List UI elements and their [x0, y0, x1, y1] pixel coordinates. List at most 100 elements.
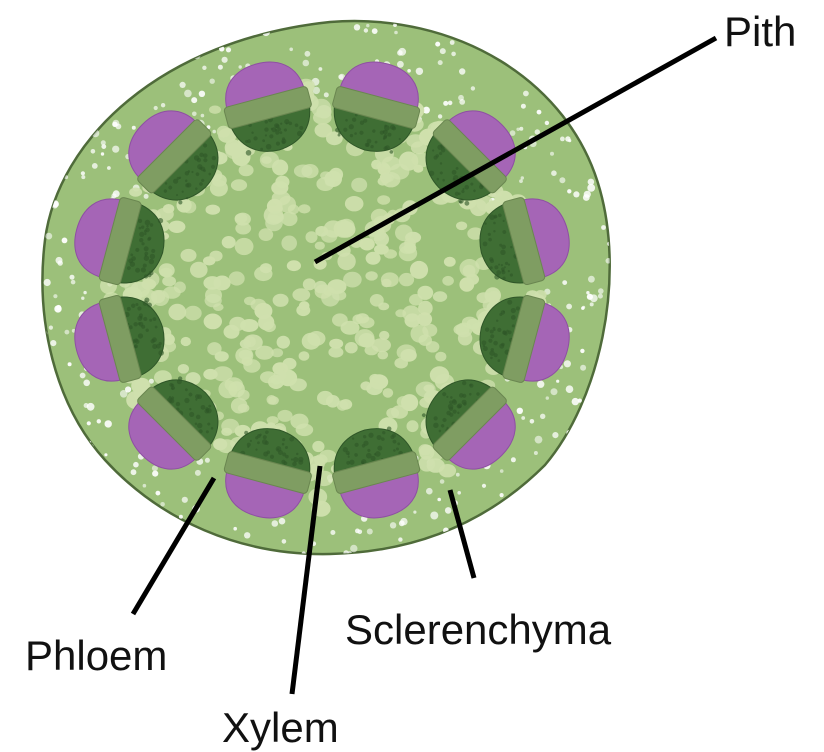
scattered-cell: [84, 403, 89, 408]
scattered-cell: [280, 559, 288, 567]
scattered-cell: [111, 193, 116, 198]
scattered-cell: [42, 207, 47, 212]
scattered-cell: [372, 28, 378, 34]
scattered-cell: [374, 558, 380, 564]
pith-cell: [204, 314, 222, 330]
scattered-cell: [138, 501, 143, 506]
scattered-cell: [430, 512, 438, 520]
pith-label: Pith: [724, 8, 796, 55]
scattered-cell: [535, 129, 540, 134]
xylem-label: Xylem: [222, 704, 339, 751]
scattered-cell: [239, 65, 242, 68]
scattered-cell: [546, 396, 549, 399]
pith-cell: [456, 222, 467, 231]
scattered-cell: [105, 420, 112, 427]
scattered-cell: [154, 106, 158, 110]
pith-cell: [345, 342, 358, 353]
scattered-cell: [252, 554, 257, 559]
scattered-cell: [519, 179, 523, 183]
pith-cell: [222, 236, 236, 248]
scattered-cell: [413, 510, 416, 513]
scattered-cell: [107, 166, 111, 170]
pith-cell: [381, 279, 391, 287]
scattered-cell: [399, 553, 405, 559]
pith-cell: [281, 212, 297, 226]
pith-cell: [327, 279, 346, 294]
scattered-cell: [559, 177, 565, 183]
scattered-cell: [572, 398, 579, 405]
scattered-cell: [81, 297, 84, 300]
scattered-cell: [437, 498, 441, 502]
pith-cell: [205, 294, 222, 307]
pith-cell: [163, 204, 174, 213]
pith-cell: [319, 450, 336, 463]
scattered-cell: [182, 497, 188, 503]
pith-cell: [209, 106, 221, 114]
scattered-cell: [94, 108, 102, 116]
pith-cell: [328, 347, 343, 358]
pith-cell: [278, 196, 296, 213]
scattered-cell: [566, 304, 572, 310]
pith-cell: [314, 281, 327, 293]
scattered-cell: [44, 279, 51, 286]
pith-cell: [294, 165, 313, 178]
scattered-cell: [451, 52, 456, 57]
pith-cell: [384, 249, 397, 258]
scattered-cell: [601, 225, 606, 230]
scattered-cell: [397, 61, 404, 68]
pith-cell: [181, 337, 191, 346]
pith-cell: [281, 236, 297, 251]
pith-cell: [320, 171, 331, 179]
scattered-cell: [325, 9, 333, 17]
scattered-cell: [87, 421, 91, 425]
pith-cell: [377, 195, 390, 205]
pith-cell: [299, 301, 310, 310]
scattered-cell: [202, 66, 206, 70]
scattered-cell: [540, 414, 545, 419]
pith-cell: [356, 313, 369, 323]
scattered-cell: [191, 97, 197, 103]
scattered-cell: [580, 365, 586, 371]
scattered-cell: [282, 539, 287, 544]
pith-cell: [365, 271, 377, 280]
scattered-cell: [104, 453, 107, 456]
scattered-cell: [192, 112, 197, 117]
pith-cell: [268, 211, 284, 223]
scattered-cell: [222, 57, 228, 63]
scattered-cell: [305, 51, 311, 57]
pith-cell: [435, 352, 446, 362]
scattered-cell: [545, 121, 549, 125]
scattered-cell: [112, 122, 117, 127]
scattered-cell: [276, 552, 282, 558]
scattered-cell: [226, 47, 231, 52]
pith-cell: [218, 380, 237, 398]
pith-cell: [370, 294, 384, 307]
sclerenchyma-label: Sclerenchyma: [345, 606, 612, 653]
pith-cell: [229, 271, 245, 285]
scattered-cell: [179, 515, 183, 519]
scattered-cell: [83, 380, 90, 387]
pith-cell: [485, 287, 501, 303]
scattered-cell: [438, 114, 442, 118]
pith-cell: [287, 260, 301, 271]
pith-cell: [274, 370, 287, 381]
scattered-cell: [537, 110, 542, 115]
scattered-cell: [459, 99, 465, 105]
scattered-cell: [319, 67, 323, 71]
pith-cell: [243, 359, 260, 373]
scattered-cell: [211, 542, 216, 547]
scattered-cell: [588, 179, 595, 186]
scattered-cell: [42, 374, 47, 379]
pith-cell: [250, 299, 266, 311]
scattered-cell: [598, 288, 604, 294]
scattered-cell: [303, 60, 310, 67]
scattered-cell: [277, 553, 281, 557]
scattered-cell: [144, 503, 152, 511]
pith-cell: [351, 178, 367, 192]
scattered-cell: [262, 554, 267, 559]
pith-cell: [231, 179, 247, 191]
pith-cell: [224, 325, 240, 339]
scattered-cell: [450, 40, 455, 45]
scattered-cell: [143, 484, 147, 488]
scattered-cell: [53, 294, 57, 298]
